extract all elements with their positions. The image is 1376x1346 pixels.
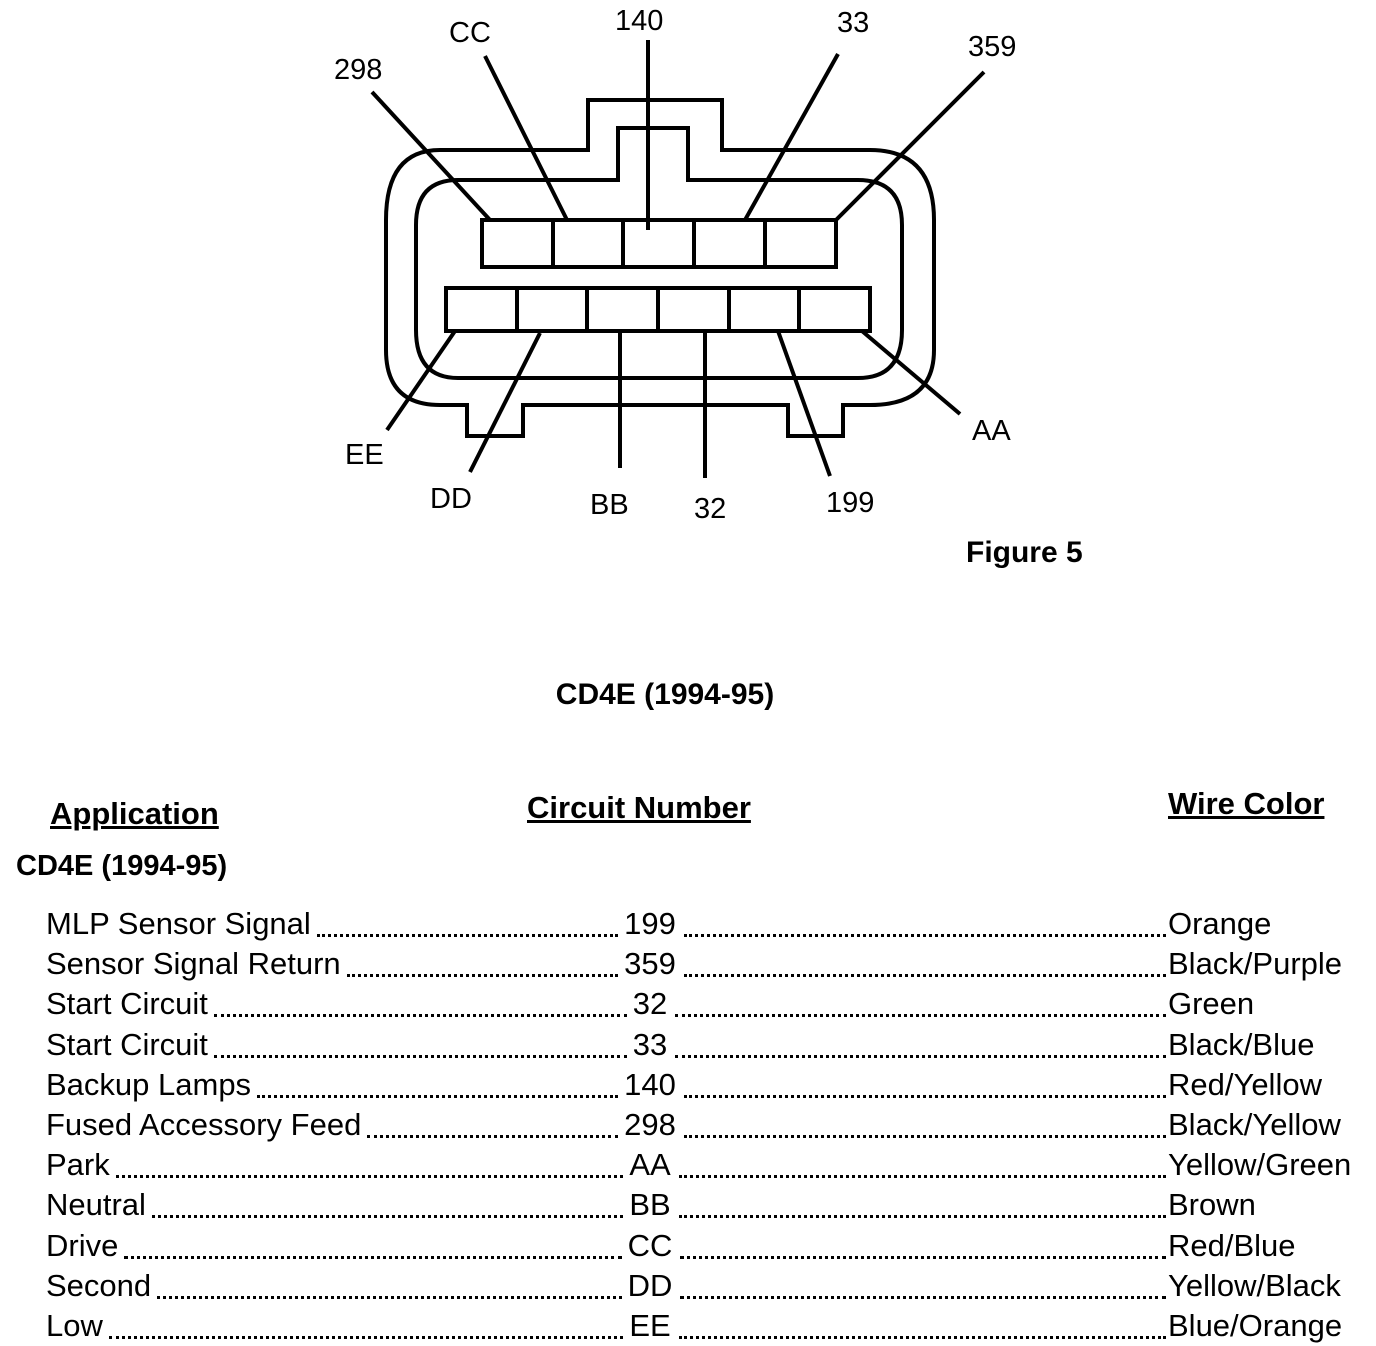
pin-label: 140 [615,5,663,37]
dot-leader [680,1232,1166,1259]
dot-leader [678,1312,1166,1339]
table-row: Sensor Signal Return 359 Black/Purple [46,944,1364,984]
wire-color-cell: Black/Blue [1168,1026,1315,1062]
dot-leader [680,1272,1166,1299]
application-cell: Sensor Signal Return [46,946,341,982]
table-row: Start Circuit 33 Black/Blue [46,1025,1364,1065]
circuit-cell: AA [629,1147,671,1183]
dot-leader [678,1151,1166,1179]
leader-line [385,329,457,432]
wire-color-cell: Black/Yellow [1168,1107,1341,1142]
connector-outer-housing [384,98,936,438]
pin-label: EE [345,439,384,471]
wire-color-cell: Black/Purple [1168,946,1343,982]
circuit-cell: 33 [632,1026,668,1062]
table-row: MLP Sensor Signal 199 Orange [46,904,1364,944]
dot-leader [116,1151,624,1179]
pin-label: BB [590,489,629,521]
dot-leader [675,990,1166,1018]
leader-line [834,70,986,222]
wire-color-cell: Red/Yellow [1168,1066,1322,1102]
dot-leader [683,1071,1166,1098]
wire-color-cell: Blue/Orange [1168,1308,1343,1343]
column-header-color: Wire Color [1168,786,1325,821]
table-row: Low EE Blue/Orange [46,1306,1364,1346]
pin-label: AA [972,415,1011,447]
top-terminal-row [480,218,838,269]
table-row: Start Circuit 32 Green [46,984,1364,1024]
dot-leader [683,1111,1166,1138]
application-cell: Second [46,1267,152,1303]
table-row: Fused Accessory Feed 298 Black/Yellow [46,1105,1364,1145]
circuit-cell: DD [627,1267,673,1303]
figure-caption: Figure 5 [966,536,1083,569]
leader-line [370,90,492,222]
application-cell: Fused Accessory Feed [46,1107,362,1142]
pin-label: 32 [694,493,726,525]
dot-leader [367,1111,619,1138]
table-row: Neutral BB Brown [46,1185,1364,1225]
connector-inner-housing [414,126,904,380]
application-cell: Neutral [46,1187,146,1223]
leader-line [860,329,962,416]
dot-leader [257,1071,619,1098]
application-cell: Start Circuit [46,986,208,1022]
pin-label: DD [430,483,472,515]
leader-line [483,55,569,221]
circuit-cell: 140 [624,1066,676,1102]
dot-leader [109,1312,624,1339]
application-cell: Park [46,1147,110,1183]
application-cell: Drive [46,1227,119,1263]
pin-label: 33 [837,7,869,39]
column-header-circuit: Circuit Number [527,790,751,825]
circuit-cell: 199 [624,906,676,941]
circuit-cell: 32 [632,986,668,1022]
dot-leader [678,1191,1166,1219]
dot-leader [152,1191,624,1219]
pin-label: 199 [826,487,874,519]
wire-color-cell: Green [1168,986,1255,1022]
dot-leader [683,910,1166,937]
wire-color-cell: Brown [1168,1187,1256,1223]
table-row: Drive CC Red/Blue [46,1226,1364,1266]
circuit-cell: CC [627,1227,673,1263]
wire-color-cell: Orange [1168,906,1272,941]
circuit-cell: EE [629,1308,671,1343]
leader-line [776,330,832,477]
dot-leader [124,1232,622,1259]
dot-leader [675,1031,1166,1058]
pin-label: 298 [334,54,382,86]
application-cell: Backup Lamps [46,1066,252,1102]
wire-color-cell: Yellow/Black [1168,1267,1341,1303]
dot-leader [214,990,627,1018]
application-cell: Low [46,1308,103,1343]
application-cell: MLP Sensor Signal [46,906,311,941]
circuit-cell: 359 [624,946,676,982]
dot-leader [157,1272,622,1299]
dot-leader [347,950,619,978]
table-row: Park AA Yellow/Green [46,1145,1364,1185]
circuit-cell: 298 [624,1107,676,1142]
connector-diagram: 298 CC 140 33 359 EE DD BB 32 199 AA [334,5,1016,525]
page-title: CD4E (1994-95) [555,678,775,711]
dot-leader [317,910,619,937]
wire-color-cell: Red/Blue [1168,1227,1296,1263]
leader-line [468,332,542,473]
pin-label: CC [449,17,491,49]
wire-color-cell: Yellow/Green [1168,1147,1352,1183]
section-heading: CD4E (1994-95) [16,850,228,882]
column-header-application: Application [50,796,219,831]
dot-leader [683,950,1166,978]
table-row: Second DD Yellow/Black [46,1266,1364,1306]
dot-leader [214,1031,627,1058]
pin-label: 359 [968,31,1016,63]
leader-line [743,53,840,221]
application-cell: Start Circuit [46,1026,208,1062]
circuit-cell: BB [629,1187,671,1223]
table-row: Backup Lamps 140 Red/Yellow [46,1065,1364,1105]
